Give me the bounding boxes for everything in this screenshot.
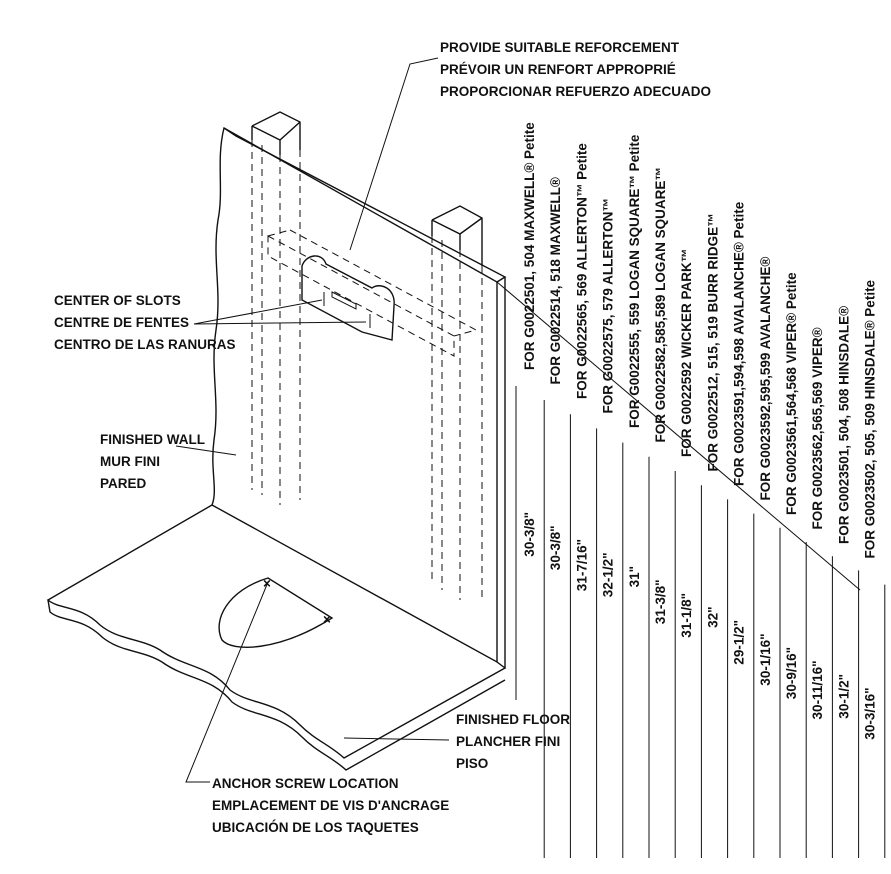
height-value: 31-7/16" [574, 539, 589, 591]
leader-slots-1 [193, 299, 323, 325]
model-label: FOR G0023561,564,568 VIPER® Petite [784, 272, 799, 515]
height-value: 29-1/2" [732, 620, 747, 665]
model-label: FOR G0023562,565,569 VIPER® [810, 327, 825, 529]
floor-label-fr: PLANCHER FINI [456, 734, 560, 749]
leader-anchor [185, 581, 269, 783]
leader-reinforcement [349, 57, 439, 251]
wall-panel [211, 126, 498, 664]
model-label: FOR G0022501, 504 MAXWELL® Petite [522, 122, 537, 370]
stud-left-hidden [251, 140, 301, 505]
leader-slots-2 [193, 321, 367, 325]
reinforcement-block [267, 229, 478, 357]
height-value: 32" [705, 607, 720, 628]
model-label: FOR G0022592 WICKER PARK™ [679, 249, 694, 457]
height-value: 30-1/2" [836, 674, 851, 719]
height-value: 31-3/8" [653, 580, 668, 625]
reinforcement-label-en: PROVIDE SUITABLE REFORCEMENT [440, 40, 680, 55]
height-value: 30-3/8" [522, 512, 537, 557]
height-table-lines [496, 281, 886, 858]
wall-label-fr: MUR FINI [100, 454, 160, 469]
anchor-template [218, 577, 334, 648]
slots-label-fr: CENTRE DE FENTES [54, 315, 189, 330]
height-value: 30-9/16" [784, 647, 799, 699]
anchor-x-2: × [323, 612, 331, 627]
model-label: FOR G0022555, 559 LOGAN SQUARE™ Petite [627, 134, 642, 428]
model-label: FOR G0023591,594,598 AVALANCHE® Petite [732, 201, 747, 486]
stud-right-hidden [431, 236, 483, 600]
stair-diagonal [496, 281, 861, 591]
leader-wall [175, 445, 237, 456]
reinforcement-label-fr: PRÉVOIR UN RENFORT APPROPRIÉ [440, 62, 676, 77]
floor-plane [46, 504, 507, 759]
height-value: 31-1/8" [679, 593, 694, 638]
model-label: FOR G0022565, 569 ALLERTON™ Petite [574, 143, 589, 399]
wall-label-es: PARED [100, 476, 147, 491]
model-label: FOR G0023502, 505, 509 HINSDALE® Petite [863, 279, 878, 558]
model-label: FOR G0022575, 579 ALLERTON™ [601, 198, 616, 413]
height-value: 30-11/16" [810, 661, 825, 720]
model-label: FOR G0022582,585,589 LOGAN SQUARE™ [653, 167, 668, 442]
height-value: 30-3/16" [863, 688, 878, 740]
slot-center [331, 291, 357, 310]
height-value: 30-1/16" [758, 634, 773, 686]
model-label: FOR G0022514, 518 MAXWELL® [548, 177, 563, 384]
anchor-label-fr: EMPLACEMENT DE VIS D'ANCRAGE [212, 798, 449, 813]
model-label: FOR G0023501, 504, 508 HINSDALE® [836, 306, 851, 544]
height-value: 30-3/8" [548, 526, 563, 571]
floor-edge [47, 599, 506, 771]
wall-label-en: FINISHED WALL [100, 432, 205, 447]
reinforcement-label-es: PROPORCIONAR REFUERZO ADECUADO [440, 84, 711, 99]
floor-label-es: PISO [456, 756, 488, 771]
stud-left [251, 111, 301, 155]
anchor-label-es: UBICACIÓN DE LOS TAQUETES [212, 820, 419, 835]
anchor-label-en: ANCHOR SCREW LOCATION [212, 776, 399, 791]
stud-right [431, 205, 483, 266]
floor-label-en: FINISHED FLOOR [456, 712, 570, 727]
model-label: FOR G0023592,595,599 AVALANCHE® [758, 257, 773, 501]
mounting-bracket [301, 255, 395, 341]
wall-top-edge [223, 127, 507, 283]
leader-floor [343, 737, 450, 741]
slots-label-es: CENTRO DE LAS RANURAS [54, 337, 236, 352]
height-labels: 30-3/8" 30-3/8" 31-7/16" 32-1/2" 31" 31-3/8" 3… [522, 512, 878, 740]
model-label: FOR G0022512, 515, 519 BURR RIDGE™ [705, 213, 720, 471]
height-value: 32-1/2" [601, 553, 616, 598]
height-value: 31" [627, 566, 642, 587]
slots-label-en: CENTER OF SLOTS [54, 293, 181, 308]
